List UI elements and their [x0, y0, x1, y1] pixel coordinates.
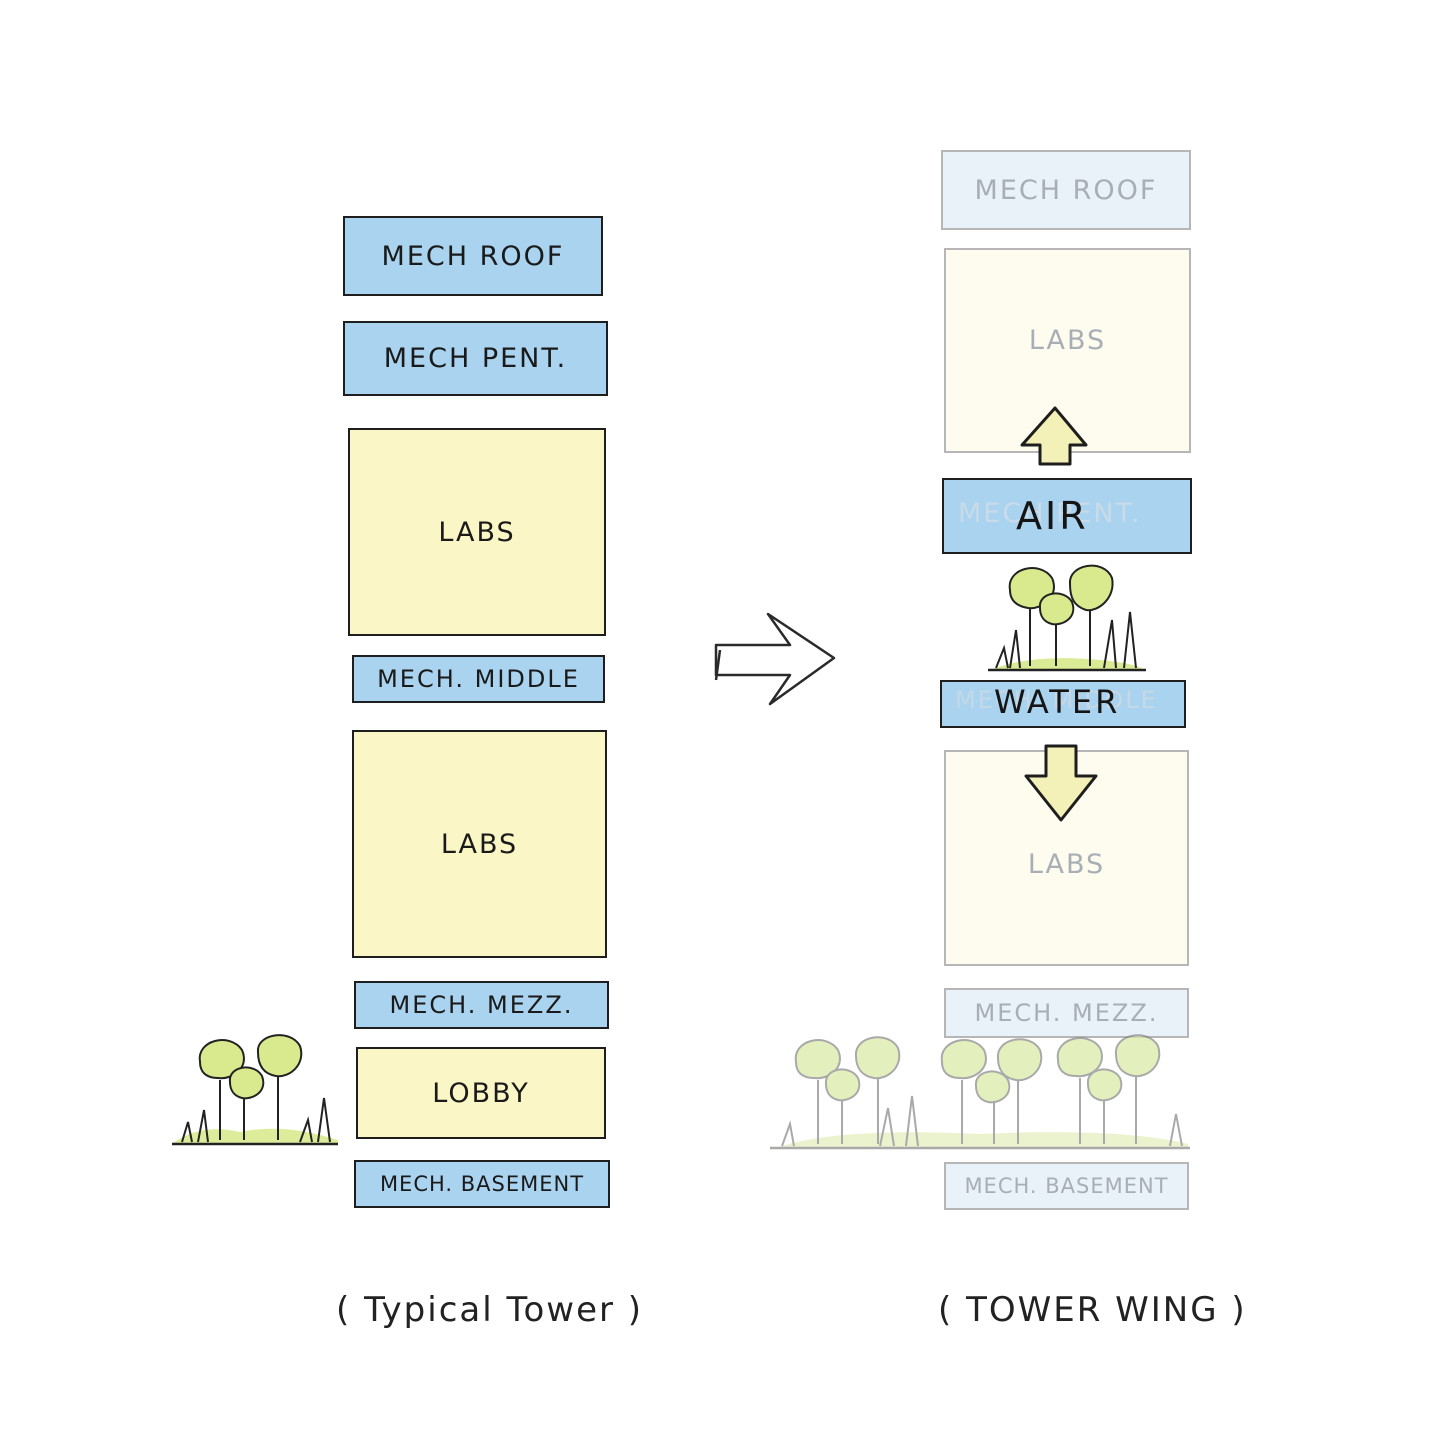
- left-mech-basement-block: MECH. BASEMENT: [354, 1160, 610, 1208]
- left-mech-roof-label: MECH ROOF: [381, 240, 565, 272]
- right-labs-lower-label: LABS: [1027, 848, 1106, 880]
- transition-arrow-icon: [714, 612, 836, 706]
- midtower-tree-cluster-icon: [988, 564, 1146, 672]
- left-labs-lower-label: LABS: [440, 828, 519, 860]
- left-mech-roof-block: MECH ROOF: [343, 216, 603, 296]
- right-mech-basement-label: MECH. BASEMENT: [964, 1174, 1169, 1198]
- left-mech-pent-block: MECH PENT.: [343, 321, 608, 396]
- left-caption: ( Typical Tower ): [336, 1290, 644, 1330]
- left-mech-middle-block: MECH. MIDDLE: [352, 655, 605, 703]
- left-labs-upper-block: LABS: [348, 428, 606, 636]
- left-tree-cluster-icon: [172, 1034, 338, 1146]
- right-labs-upper-label: LABS: [1028, 325, 1107, 356]
- right-mech-mezz-block: MECH. MEZZ.: [944, 988, 1189, 1038]
- right-mech-basement-block: MECH. BASEMENT: [944, 1162, 1189, 1210]
- right-labs-lower-block: LABS: [944, 750, 1189, 966]
- left-mech-middle-label: MECH. MIDDLE: [377, 665, 580, 693]
- left-mech-mezz-label: MECH. MEZZ.: [389, 991, 574, 1019]
- right-caption: ( TOWER WING ): [938, 1290, 1247, 1330]
- left-labs-lower-block: LABS: [352, 730, 607, 958]
- left-mech-pent-label: MECH PENT.: [383, 343, 568, 374]
- right-mech-roof-label: MECH ROOF: [974, 174, 1158, 206]
- right-water-ghost-label: MECH. MIDDLE: [955, 686, 1158, 714]
- right-air-ghost-label: MECH PENT.: [958, 498, 1142, 529]
- right-mech-mezz-label: MECH. MEZZ.: [974, 999, 1159, 1027]
- left-lobby-block: LOBBY: [356, 1047, 606, 1139]
- right-tree-row-icon: [770, 1034, 1190, 1150]
- right-air-label: AIR: [1016, 494, 1089, 538]
- right-water-block: [940, 680, 1186, 728]
- right-air-block: [942, 478, 1192, 554]
- left-mech-basement-label: MECH. BASEMENT: [379, 1172, 585, 1196]
- left-mech-mezz-block: MECH. MEZZ.: [354, 981, 609, 1029]
- right-labs-upper-block: LABS: [944, 248, 1191, 453]
- left-lobby-label: LOBBY: [432, 1077, 530, 1109]
- right-mech-roof-block: MECH ROOF: [941, 150, 1191, 230]
- right-water-label: WATER: [994, 683, 1121, 721]
- left-labs-upper-label: LABS: [438, 516, 516, 548]
